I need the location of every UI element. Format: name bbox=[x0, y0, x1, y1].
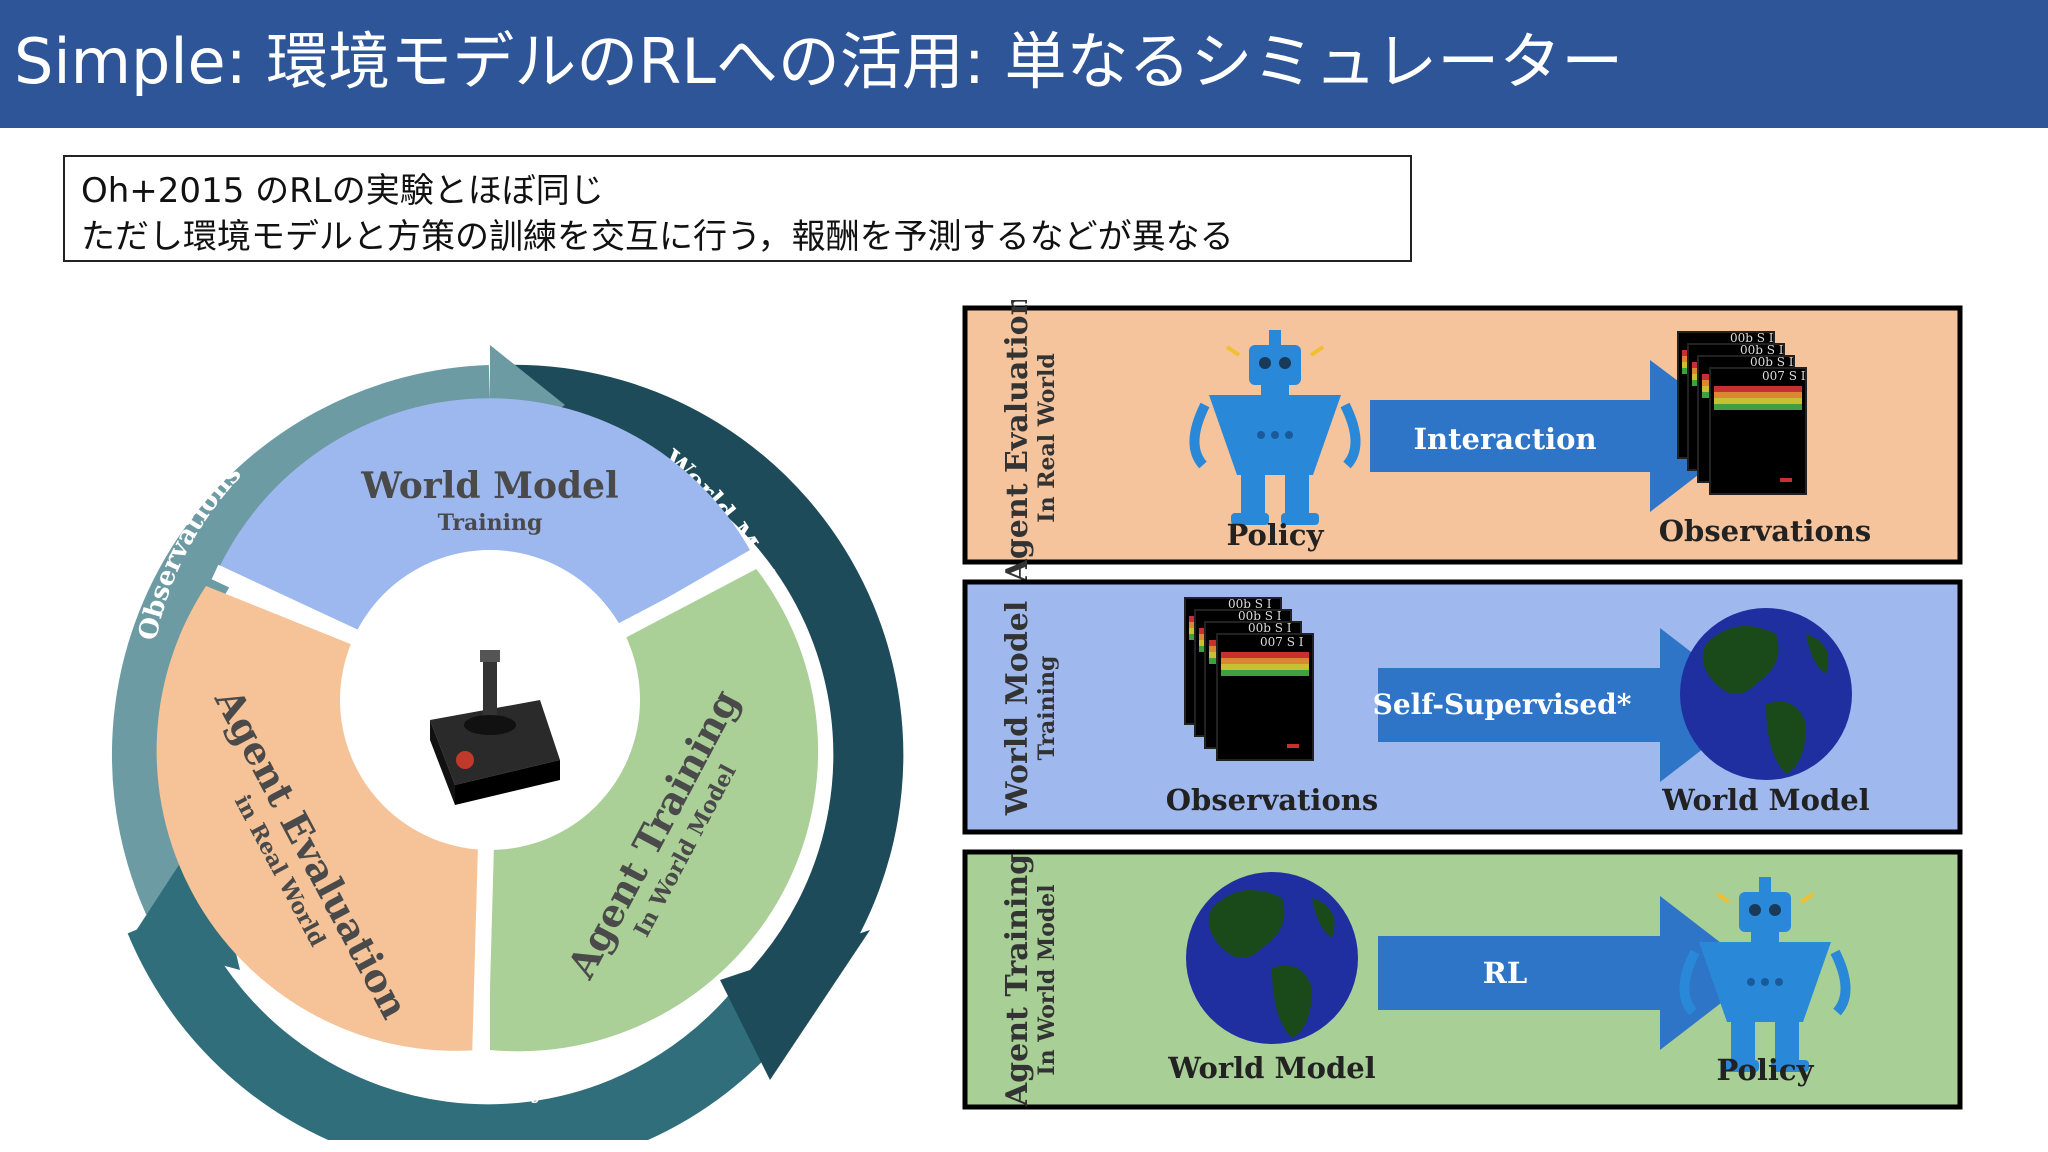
ring-arc-policy bbox=[127, 906, 798, 1140]
panel3-right-label: Policy bbox=[1717, 1053, 1815, 1087]
arrow-interaction bbox=[1370, 360, 1750, 512]
svg-text:00b S I: 00b S I bbox=[1740, 343, 1784, 357]
panel3-side-subtitle: In World Model bbox=[1034, 884, 1060, 1075]
joystick-icon bbox=[430, 650, 560, 805]
svg-text:00b S I: 00b S I bbox=[1238, 609, 1282, 623]
ring-arc-world-model bbox=[498, 364, 904, 1025]
panel1-side-subtitle: In Real World bbox=[1034, 353, 1060, 522]
arrow-self-supervised bbox=[1378, 628, 1760, 782]
svg-text:00b S I: 00b S I bbox=[1750, 355, 1794, 369]
panel3-side-title: Agent Training bbox=[1000, 854, 1035, 1107]
note-box: Oh+2015 のRLの実験とほぼ同じ ただし環境モデルと方策の訓練を交互に行う… bbox=[63, 155, 1412, 262]
panel-agent-evaluation: Agent Evaluation In Real World Policy In… bbox=[962, 300, 1963, 583]
observations-screens-icon: 00b S I 00b S I 00b S I 007 S I bbox=[1184, 597, 1314, 761]
ring-label-policy: Policy bbox=[459, 1074, 547, 1104]
segment-title-world-model: World Model bbox=[360, 465, 618, 507]
observations-screens-icon: 00b S I 00b S I 00b S I 007 S I bbox=[1677, 331, 1807, 495]
title-bar: Simple: 環境モデルのRLへの活用: 単なるシミュレーター bbox=[0, 0, 2048, 128]
panel1-right-label: Observations bbox=[1659, 514, 1871, 548]
panel3-left-label: World Model bbox=[1167, 1051, 1375, 1085]
panel1-arrow-label: Interaction bbox=[1413, 422, 1596, 456]
process-panels: Agent Evaluation In Real World Policy In… bbox=[962, 300, 1963, 1110]
panel-world-model-training: World Model Training 00b S I 00b S I 00b… bbox=[962, 579, 1963, 835]
panel2-left-label: Observations bbox=[1166, 783, 1378, 817]
svg-text:00b S I: 00b S I bbox=[1228, 597, 1272, 611]
note-line-2: ただし環境モデルと方策の訓練を交互に行う，報酬を予測するなどが異なる bbox=[81, 217, 1234, 257]
panel-agent-training: Agent Training In World Model World Mode… bbox=[962, 849, 1963, 1110]
panel1-left-label: Policy bbox=[1227, 518, 1325, 552]
panel1-side-title: Agent Evaluation bbox=[1000, 300, 1035, 583]
slide-title: Simple: 環境モデルのRLへの活用: 単なるシミュレーター bbox=[14, 25, 1624, 98]
svg-text:00b S I: 00b S I bbox=[1730, 331, 1774, 345]
note-line-1: Oh+2015 のRLの実験とほぼ同じ bbox=[81, 171, 604, 211]
arrow-rl bbox=[1378, 896, 1760, 1050]
panel3-arrow-label: RL bbox=[1483, 956, 1528, 990]
svg-text:00b S I: 00b S I bbox=[1248, 621, 1292, 635]
panel2-right-label: World Model bbox=[1661, 783, 1869, 817]
svg-text:007 S I: 007 S I bbox=[1260, 635, 1304, 649]
panel2-arrow-label: Self-Supervised* bbox=[1373, 688, 1632, 721]
svg-text:007 S I: 007 S I bbox=[1762, 369, 1806, 383]
globe-icon bbox=[1680, 608, 1852, 780]
globe-icon bbox=[1186, 872, 1358, 1044]
training-cycle-diagram: Observations World Model Policy World Mo… bbox=[111, 345, 904, 1140]
panel2-side-title: World Model bbox=[1000, 601, 1035, 817]
inner-segments bbox=[156, 398, 819, 1061]
arrow-head-right bbox=[720, 930, 870, 1080]
segment-subtitle-world-model: Training bbox=[438, 510, 543, 536]
panel2-side-subtitle: Training bbox=[1034, 656, 1060, 761]
